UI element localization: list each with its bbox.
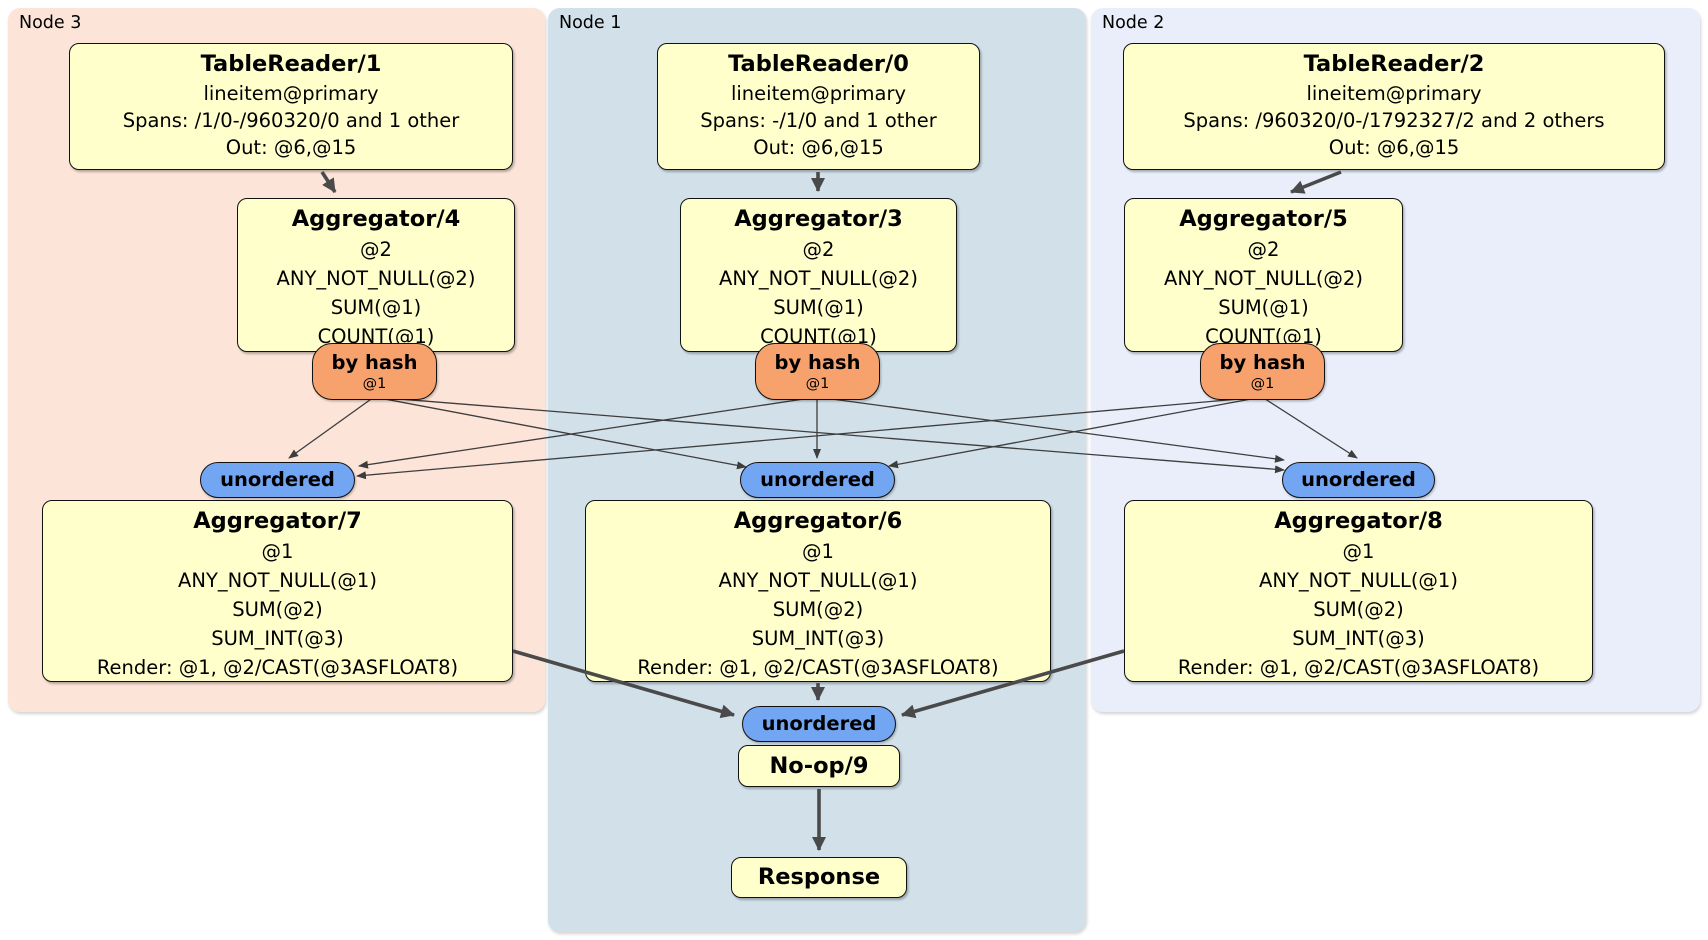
tablereader-2-out: Out: @6,@15 [1328,136,1460,159]
aggregator-7-fn: ANY_NOT_NULL(@1) [178,569,377,592]
noop-9-box: No-op/9 [738,745,900,787]
aggregator-7-title: Aggregator/7 [193,508,362,534]
aggregator-5-group: @2 [1247,238,1280,261]
by-hash-label: by hash [1219,350,1306,374]
unordered-label: unordered [1301,468,1416,491]
router-by-hash-aggregator4: by hash @1 [312,343,437,400]
sync-unordered-aggregator6: unordered [740,462,895,498]
aggregator-5-box: Aggregator/5 @2 ANY_NOT_NULL(@2) SUM(@1)… [1124,198,1403,352]
aggregator-3-fn: SUM(@1) [773,296,864,319]
aggregator-6-render: Render: @1, @2/CAST(@3ASFLOAT8) [637,656,999,679]
tablereader-0-box: TableReader/0 lineitem@primary Spans: -/… [657,43,980,170]
noop-9-title: No-op/9 [769,752,869,779]
unordered-label: unordered [761,712,877,735]
sync-unordered-aggregator7: unordered [200,462,355,498]
by-hash-label: by hash [331,350,418,374]
aggregator-7-group: @1 [261,540,294,563]
aggregator-4-box: Aggregator/4 @2 ANY_NOT_NULL(@2) SUM(@1)… [237,198,515,352]
tablereader-2-title: TableReader/2 [1303,51,1485,77]
aggregator-8-fn: SUM_INT(@3) [1292,627,1425,650]
aggregator-8-fn: SUM(@2) [1313,598,1404,621]
tablereader-0-spans: Spans: -/1/0 and 1 other [700,109,937,132]
response-title: Response [757,864,881,890]
router-by-hash-aggregator3: by hash @1 [755,343,880,400]
aggregator-8-fn: ANY_NOT_NULL(@1) [1259,569,1458,592]
aggregator-3-box: Aggregator/3 @2 ANY_NOT_NULL(@2) SUM(@1)… [680,198,957,352]
aggregator-6-group: @1 [802,540,834,563]
by-hash-columns: @1 [805,375,830,392]
sync-unordered-noop9: unordered [742,706,896,742]
tablereader-1-title: TableReader/1 [200,51,382,77]
aggregator-6-fn: SUM(@2) [772,598,864,621]
aggregator-7-fn: SUM_INT(@3) [211,627,344,650]
tablereader-1-out: Out: @6,@15 [225,136,357,159]
region-node-1-label: Node 1 [559,13,622,33]
aggregator-5-fn: COUNT(@1) [1205,325,1322,348]
aggregator-4-group: @2 [360,238,392,261]
response-box: Response [731,857,907,898]
tablereader-2-index: lineitem@primary [1306,82,1482,105]
tablereader-0-title: TableReader/0 [728,51,909,77]
aggregator-6-fn: SUM_INT(@3) [751,627,885,650]
aggregator-3-fn: COUNT(@1) [760,325,877,348]
tablereader-1-index: lineitem@primary [203,82,379,105]
aggregator-5-fn: ANY_NOT_NULL(@2) [1164,267,1363,290]
tablereader-1-box: TableReader/1 lineitem@primary Spans: /1… [69,43,513,170]
aggregator-8-box: Aggregator/8 @1 ANY_NOT_NULL(@1) SUM(@2)… [1124,500,1593,682]
aggregator-6-fn: ANY_NOT_NULL(@1) [718,569,918,592]
aggregator-7-box: Aggregator/7 @1 ANY_NOT_NULL(@1) SUM(@2)… [42,500,513,682]
router-by-hash-aggregator5: by hash @1 [1200,343,1325,400]
aggregator-5-title: Aggregator/5 [1179,206,1348,232]
aggregator-8-group: @1 [1342,540,1375,563]
tablereader-0-out: Out: @6,@15 [753,136,884,159]
tablereader-0-index: lineitem@primary [730,82,907,105]
aggregator-3-fn: ANY_NOT_NULL(@2) [719,267,918,290]
unordered-label: unordered [760,468,875,491]
aggregator-5-fn: SUM(@1) [1218,296,1309,319]
aggregator-4-fn: SUM(@1) [330,296,422,319]
aggregator-7-render: Render: @1, @2/CAST(@3ASFLOAT8) [96,656,459,679]
aggregator-4-fn: ANY_NOT_NULL(@2) [276,267,476,290]
tablereader-1-spans: Spans: /1/0-/960320/0 and 1 other [122,109,460,132]
aggregator-7-fn: SUM(@2) [232,598,323,621]
by-hash-label: by hash [774,350,861,374]
aggregator-3-group: @2 [802,238,835,261]
region-node-3-label: Node 3 [19,13,82,33]
aggregator-4-fn: COUNT(@1) [317,325,435,348]
aggregator-6-box: Aggregator/6 @1 ANY_NOT_NULL(@1) SUM(@2)… [585,500,1051,682]
tablereader-2-box: TableReader/2 lineitem@primary Spans: /9… [1123,43,1665,170]
unordered-label: unordered [220,468,335,491]
sync-unordered-aggregator8: unordered [1282,462,1435,498]
region-node-2-label: Node 2 [1102,13,1165,33]
aggregator-6-title: Aggregator/6 [733,508,903,534]
tablereader-2-spans: Spans: /960320/0-/1792327/2 and 2 others [1183,109,1605,132]
aggregator-4-title: Aggregator/4 [291,206,461,232]
by-hash-columns: @1 [1250,375,1275,392]
by-hash-columns: @1 [362,375,387,392]
aggregator-8-title: Aggregator/8 [1274,508,1443,534]
aggregator-3-title: Aggregator/3 [734,206,903,232]
aggregator-8-render: Render: @1, @2/CAST(@3ASFLOAT8) [1177,656,1540,679]
